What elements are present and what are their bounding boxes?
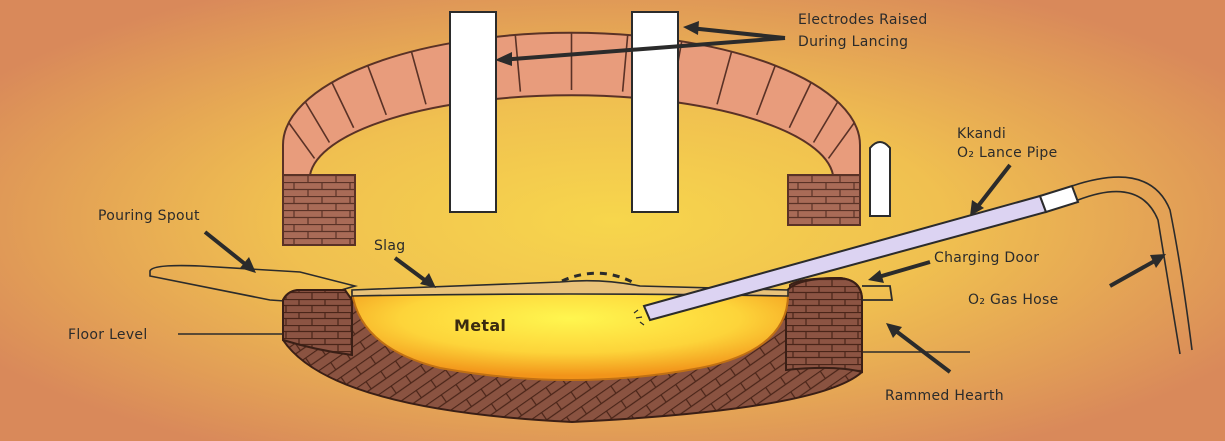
- o2-gas-hose-inner: [1077, 190, 1181, 355]
- lance-pipe: [633, 184, 1080, 326]
- charging-door: [862, 285, 894, 301]
- label-pouring-spout: Pouring Spout: [98, 208, 200, 224]
- arrow-rammed-hearth: [890, 326, 952, 374]
- roof-joint: [716, 51, 733, 105]
- electrode-right: [631, 11, 679, 213]
- roof-joint: [827, 122, 855, 159]
- right-wall: [787, 174, 861, 226]
- arrow-lance: [973, 163, 1012, 212]
- label-electrodes-line2: During Lancing: [798, 34, 908, 50]
- furnace-roof: [282, 31, 861, 246]
- arrow-pouring-spout: [203, 230, 252, 270]
- label-lance-line1: Kkandi: [957, 126, 1006, 142]
- callout-arrows: [203, 21, 1166, 374]
- roof-joint: [788, 82, 812, 129]
- hearth: [282, 271, 863, 424]
- roof-plug: [869, 141, 891, 217]
- roof-joint: [304, 101, 331, 143]
- roof-joint: [331, 82, 355, 129]
- label-charging-door: Charging Door: [934, 250, 1039, 266]
- o2-gas-hose-outer: [1071, 176, 1193, 351]
- label-floor-level: Floor Level: [68, 327, 148, 343]
- label-lance-line2: O₂ Lance Pipe: [957, 145, 1058, 161]
- roof-joint: [288, 122, 316, 159]
- roof-joint: [514, 35, 522, 92]
- slag-layer: [351, 279, 789, 297]
- electrode-left: [449, 11, 497, 213]
- slag-splash: [561, 271, 637, 286]
- roof-joint: [367, 65, 387, 116]
- label-metal: Metal: [454, 316, 506, 335]
- pouring-spout-outline: [149, 264, 359, 303]
- label-slag: Slag: [374, 238, 405, 254]
- label-rammed-hearth: Rammed Hearth: [885, 388, 1004, 404]
- left-wall: [282, 174, 356, 246]
- arrow-o2-gas-hose: [1109, 256, 1161, 288]
- arrow-electrode-left: [499, 36, 786, 62]
- metal-bath: [350, 291, 790, 381]
- label-o2-gas-hose: O₂ Gas Hose: [968, 292, 1059, 308]
- roof-joint: [756, 65, 776, 116]
- roof-joint: [410, 51, 427, 105]
- arrow-charging-door: [874, 260, 931, 280]
- arrow-electrode-right: [689, 26, 786, 40]
- roof-joint: [621, 35, 629, 92]
- label-electrodes-line1: Electrodes Raised: [798, 12, 928, 28]
- roof-joint: [812, 101, 839, 143]
